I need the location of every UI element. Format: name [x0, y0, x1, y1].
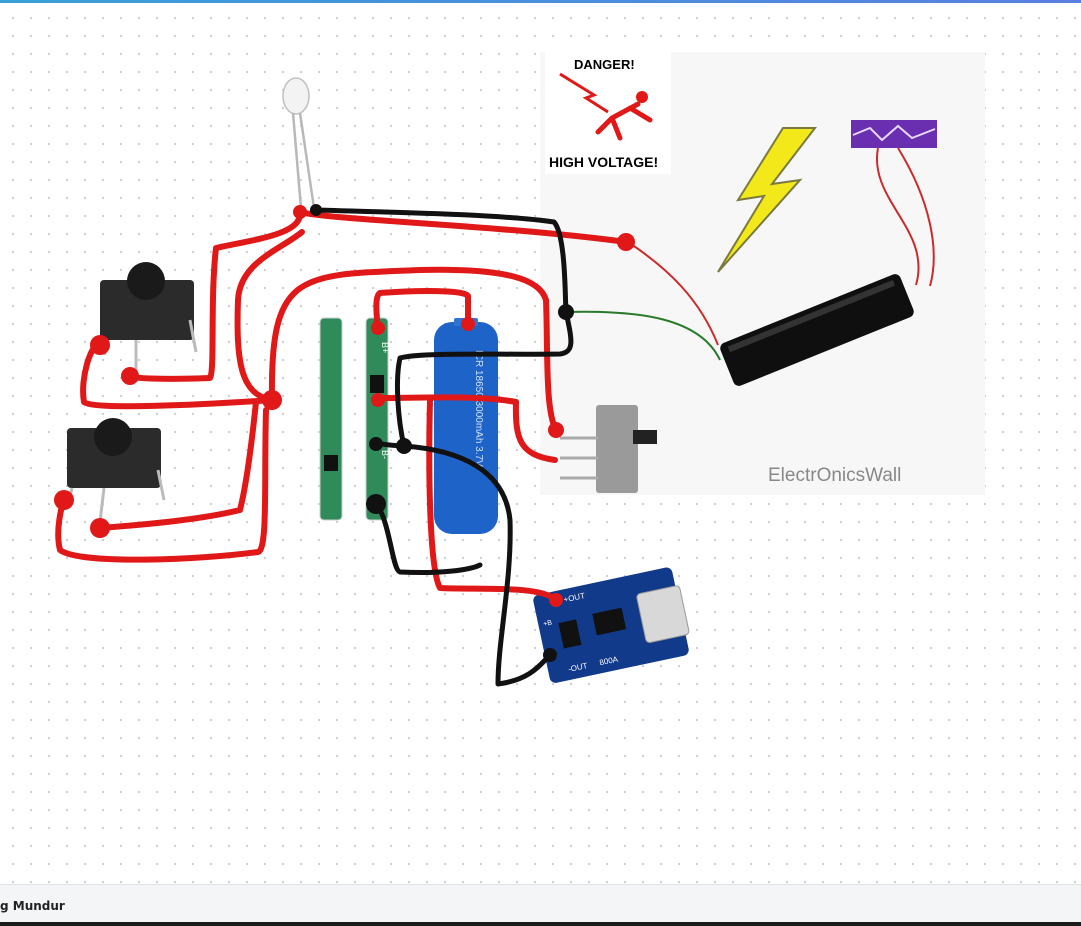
top-accent-bar	[0, 0, 1081, 3]
danger-text: DANGER!	[574, 57, 635, 72]
wiring-diagram: ElectrOnicsWall DANGER! HIGH VOLTAGE!	[54, 52, 985, 687]
bottom-toolbar	[0, 884, 1081, 923]
high-voltage-text: HIGH VOLTAGE!	[549, 154, 658, 170]
usb-c-port-icon	[636, 585, 690, 643]
bms-label-bminus: B-	[380, 450, 390, 459]
battery-18650[interactable]: ICR 18650 3000mAh 3.7V	[434, 318, 498, 534]
hv-input-wire	[627, 241, 719, 346]
solder-points	[54, 204, 635, 662]
hv-output-wire	[897, 147, 935, 287]
charger-label-out-plus: +OUT	[563, 591, 586, 604]
spark-arc	[852, 124, 936, 142]
charger-label-out-minus: -OUT	[567, 661, 588, 674]
bms-label-bplus: B+	[380, 342, 390, 353]
slide-switch[interactable]	[560, 405, 657, 493]
hv-coil-body	[720, 274, 914, 386]
bms-module[interactable]: B+ B-	[319, 317, 390, 521]
hv-output-wire	[875, 147, 920, 286]
charger-label-b-plus: +B	[543, 619, 553, 628]
charger-module[interactable]: +OUT -OUT +B -B 800A	[532, 566, 694, 684]
led-component[interactable]	[282, 77, 316, 209]
push-button-bottom[interactable]	[66, 418, 166, 523]
bottom-tab-label[interactable]: g Mundur	[0, 899, 65, 913]
danger-figure-icon	[636, 91, 648, 103]
danger-bolt-icon	[559, 72, 609, 114]
diagram-canvas[interactable]: ElectrOnicsWall DANGER! HIGH VOLTAGE!	[0, 3, 1081, 884]
led-bulb-icon	[282, 77, 310, 115]
hv-input-wire	[564, 310, 721, 361]
bottom-border	[0, 922, 1081, 926]
push-button-top[interactable]	[100, 262, 198, 375]
watermark: ElectrOnicsWall	[768, 465, 901, 486]
charger-label-current: 800A	[599, 654, 620, 667]
battery-label: ICR 18650 3000mAh 3.7V	[473, 350, 484, 467]
lightning-bolt-icon	[717, 127, 818, 273]
danger-sign: DANGER! HIGH VOLTAGE!	[545, 52, 671, 174]
